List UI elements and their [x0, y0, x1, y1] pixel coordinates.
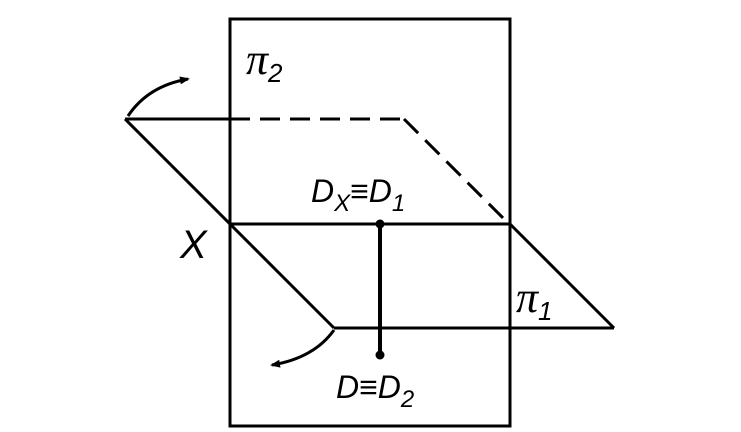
rotation-arrow-bottom: [270, 329, 336, 368]
point-bottom-dot: [375, 350, 385, 360]
label-axis-x: X: [179, 223, 208, 267]
horizontal-plane-extension-top: [508, 222, 616, 330]
horizontal-plane-left-edge: [123, 117, 336, 330]
label-pi2: π2: [246, 35, 283, 88]
label-point-top: DX≡D1: [311, 173, 405, 217]
horizontal-plane-right-edge-dashed: [402, 117, 512, 227]
rotation-arrow-top: [126, 76, 190, 117]
label-point-bottom: D≡D2: [336, 369, 414, 413]
point-top-dot: [375, 219, 385, 229]
label-pi1: π1: [516, 273, 553, 326]
